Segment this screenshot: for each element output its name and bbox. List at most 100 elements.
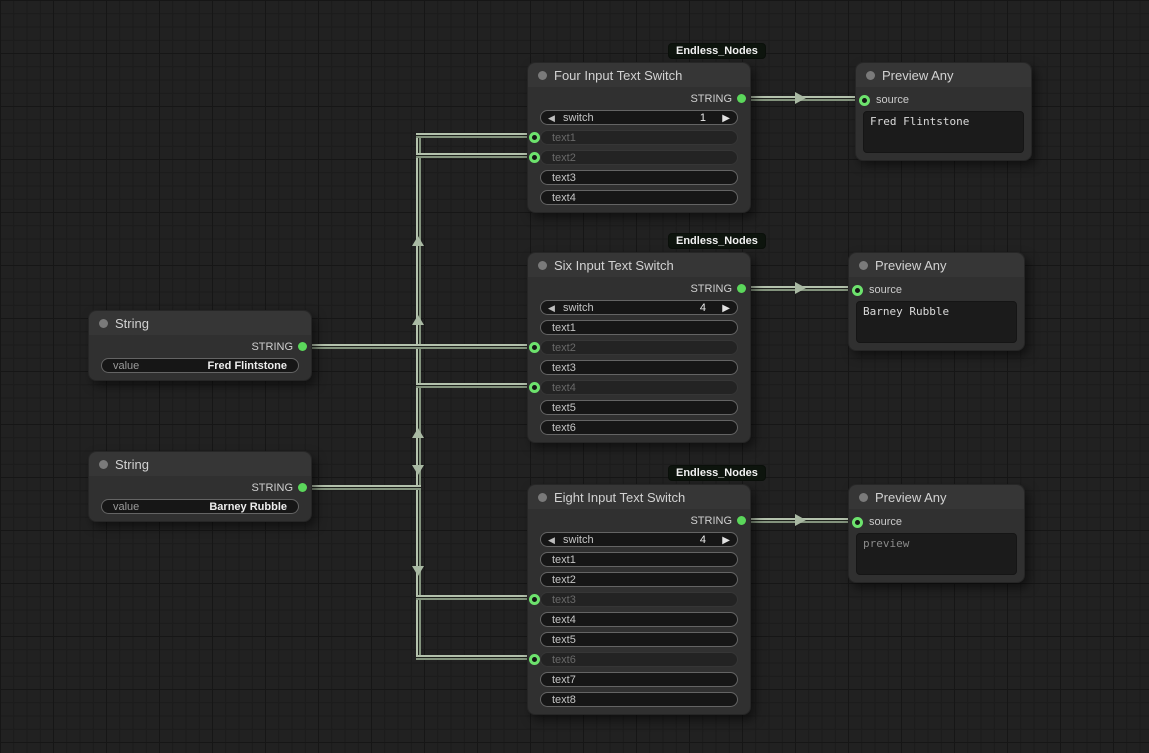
input-socket[interactable] [852,285,863,296]
node-preview-any-1[interactable]: Preview Any source Fred Flintstone [855,62,1032,161]
switch-stepper[interactable]: ◀ switch 1 ▶ [540,110,738,125]
decrement-arrow-icon[interactable]: ◀ [548,303,555,313]
collapse-dot-icon[interactable] [538,71,547,80]
text-widget[interactable]: text3 [540,592,738,607]
text-widget[interactable]: text6 [540,652,738,667]
input-socket[interactable] [529,152,540,163]
text-widget[interactable]: text4 [540,190,738,205]
increment-arrow-icon[interactable]: ▶ [722,535,730,546]
node-titlebar[interactable]: String [89,452,311,476]
text-widget[interactable]: text3 [540,170,738,185]
node-six-input-text-switch[interactable]: Six Input Text Switch STRING ◀ switch 4 … [527,252,751,443]
text-widget[interactable]: text2 [540,572,738,587]
text-widget[interactable]: text3 [540,360,738,375]
output-socket[interactable] [737,94,746,103]
text-widget[interactable]: text1 [540,320,738,335]
wire-arrow-right [795,282,806,294]
output-label: STRING [251,341,293,353]
increment-arrow-icon[interactable]: ▶ [722,113,730,124]
node-badge: Endless_Nodes [668,465,766,481]
widget-label: switch [563,534,594,546]
input-socket[interactable] [859,95,870,106]
node-four-input-text-switch[interactable]: Four Input Text Switch STRING ◀ switch 1… [527,62,751,213]
text-widget[interactable]: text7 [540,672,738,687]
input-socket[interactable] [852,517,863,528]
collapse-dot-icon[interactable] [859,261,868,270]
wire-branch-eight-text3 [416,595,537,600]
node-titlebar[interactable]: Preview Any [856,63,1031,87]
widget-label: switch [563,302,594,314]
preview-text-area[interactable]: preview [856,533,1017,575]
collapse-dot-icon[interactable] [99,319,108,328]
collapse-dot-icon[interactable] [538,493,547,502]
node-titlebar[interactable]: Six Input Text Switch [528,253,750,277]
node-title: Six Input Text Switch [554,258,674,273]
input-socket[interactable] [529,342,540,353]
text-widget[interactable]: text2 [540,340,738,355]
node-preview-any-3[interactable]: Preview Any source preview [848,484,1025,583]
input-label: source [869,516,903,528]
value-widget[interactable]: value Fred Flintstone [101,358,299,373]
widget-label: text2 [552,574,576,586]
collapse-dot-icon[interactable] [859,493,868,502]
widget-label: text1 [552,132,576,144]
text-widget[interactable]: text8 [540,692,738,707]
output-socket[interactable] [298,342,307,351]
node-string-barney[interactable]: String STRING value Barney Rubble [88,451,312,522]
widget-label: text2 [552,152,576,164]
output-socket[interactable] [737,516,746,525]
widget-label: text2 [552,342,576,354]
output-socket[interactable] [298,483,307,492]
node-titlebar[interactable]: Preview Any [849,253,1024,277]
text-widget[interactable]: text2 [540,150,738,165]
wire-vertical-trunk [416,133,421,659]
text-widget[interactable]: text4 [540,380,738,395]
widget-label: value [113,360,140,372]
node-preview-any-2[interactable]: Preview Any source Barney Rubble [848,252,1025,351]
decrement-arrow-icon[interactable]: ◀ [548,113,555,123]
collapse-dot-icon[interactable] [866,71,875,80]
widget-label: text1 [552,322,576,334]
switch-value: 4 [699,534,706,546]
wire-fred-to-six-text2 [308,344,537,349]
wire-arrow-up [412,236,424,246]
input-socket[interactable] [529,382,540,393]
node-titlebar[interactable]: Eight Input Text Switch [528,485,750,509]
text-widget[interactable]: text5 [540,632,738,647]
input-socket[interactable] [529,654,540,665]
widget-label: switch [563,112,594,124]
preview-text-area[interactable]: Barney Rubble [856,301,1017,343]
node-title: String [115,316,149,331]
input-socket[interactable] [529,132,540,143]
text-widget[interactable]: text6 [540,420,738,435]
text-widget[interactable]: text1 [540,552,738,567]
node-string-fred[interactable]: String STRING value Fred Flintstone [88,310,312,381]
text-widget[interactable]: text1 [540,130,738,145]
node-titlebar[interactable]: Preview Any [849,485,1024,509]
value-widget[interactable]: value Barney Rubble [101,499,299,514]
output-label: STRING [251,482,293,494]
text-widget[interactable]: text5 [540,400,738,415]
node-badge: Endless_Nodes [668,233,766,249]
node-titlebar[interactable]: String [89,311,311,335]
output-socket[interactable] [737,284,746,293]
output-label: STRING [690,93,732,105]
widget-label: text4 [552,614,576,626]
preview-text-area[interactable]: Fred Flintstone [863,111,1024,153]
decrement-arrow-icon[interactable]: ◀ [548,535,555,545]
increment-arrow-icon[interactable]: ▶ [722,303,730,314]
input-socket[interactable] [529,594,540,605]
switch-stepper[interactable]: ◀ switch 4 ▶ [540,300,738,315]
node-title: Four Input Text Switch [554,68,683,83]
node-titlebar[interactable]: Four Input Text Switch [528,63,750,87]
collapse-dot-icon[interactable] [538,261,547,270]
wire-branch-four-text1 [416,133,537,138]
text-widget[interactable]: text4 [540,612,738,627]
widget-label: text4 [552,382,576,394]
node-eight-input-text-switch[interactable]: Eight Input Text Switch STRING ◀ switch … [527,484,751,715]
widget-label: text8 [552,694,576,706]
switch-stepper[interactable]: ◀ switch 4 ▶ [540,532,738,547]
collapse-dot-icon[interactable] [99,460,108,469]
node-title: Eight Input Text Switch [554,490,686,505]
